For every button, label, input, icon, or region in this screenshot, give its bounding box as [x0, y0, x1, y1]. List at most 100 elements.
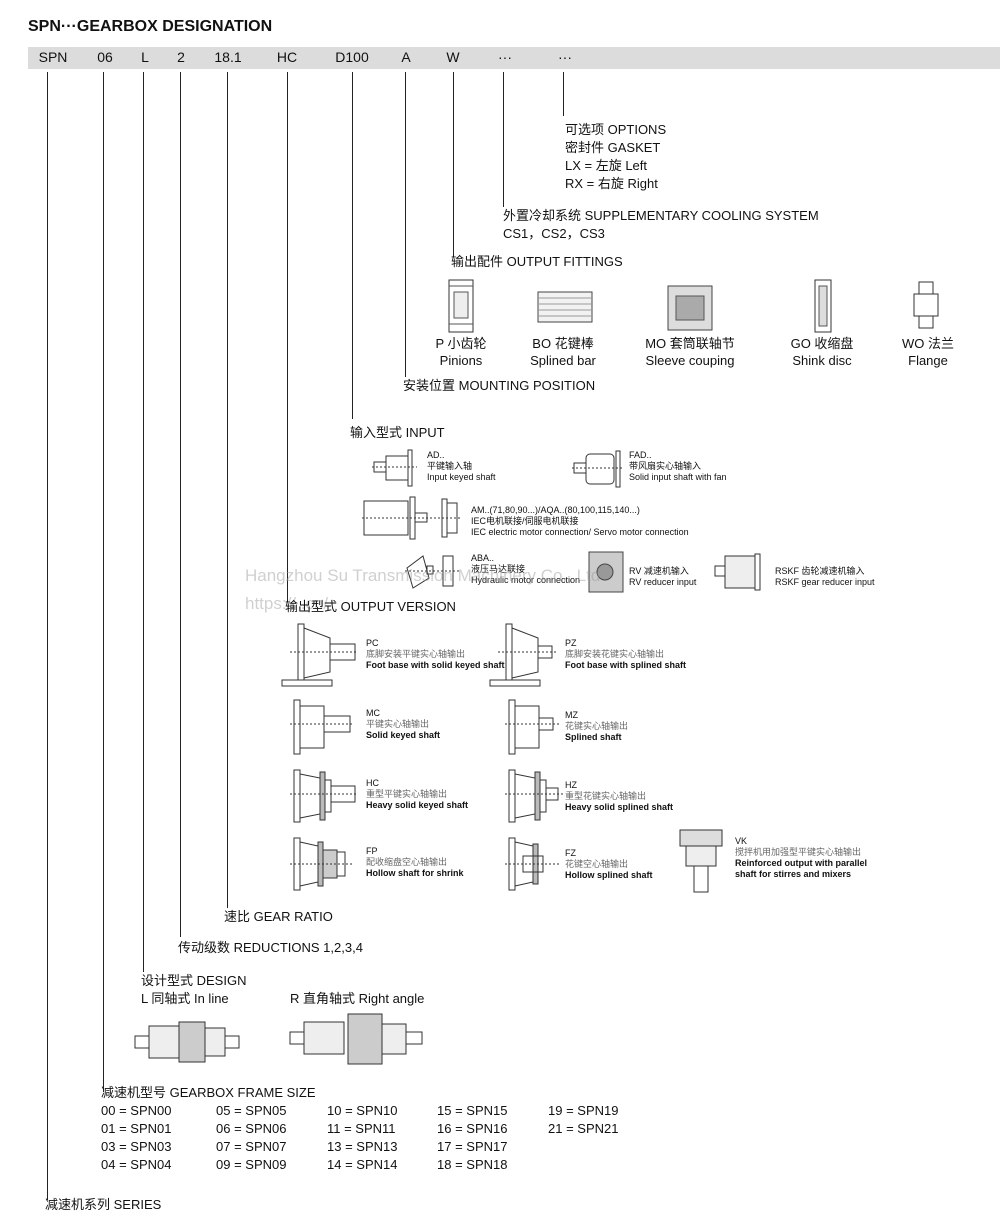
input-en: RSKF gear reducer input [775, 577, 875, 587]
frame-size: 18 = SPN18 [437, 1157, 508, 1172]
input-cn: IEC电机联接/伺服电机联接 [471, 516, 579, 526]
output-code: FZ [565, 848, 576, 858]
output-en: Heavy solid keyed shaft [366, 800, 469, 810]
cooling-values: CS1，CS2，CS3 [503, 226, 605, 241]
fitting-sleeve-coupling: MO 套筒联轴节 Sleeve couping [645, 335, 735, 369]
output-code: FP [366, 846, 378, 856]
fitting-cn: WO 法兰 [902, 336, 954, 351]
input-motor-drawing [362, 496, 462, 540]
options-block: 可选项 OPTIONS 密封件 GASKET LX = 左旋 Left RX =… [565, 121, 666, 193]
input-en: Hydraulic motor connection [471, 575, 581, 585]
output-cn: 花键实心轴输出 [565, 721, 629, 731]
output-cn: 平键实心轴输出 [366, 719, 430, 729]
leader-line [287, 72, 288, 602]
input-rskf-drawing [714, 553, 761, 591]
watermark: Hangzhou Su Transmission Machinery Co., … [245, 566, 601, 585]
input-cn: RV 减速机输入 [629, 566, 689, 576]
frame-size: 00 = SPN00 [101, 1103, 172, 1118]
code-design: L [141, 49, 149, 65]
output-heading: 输出型式 OUTPUT VERSION [285, 599, 456, 614]
frame-size: 09 = SPN09 [216, 1157, 287, 1172]
frame-size: 03 = SPN03 [101, 1139, 172, 1154]
input-code: ABA.. [471, 553, 495, 563]
input-en: Solid input shaft with fan [629, 472, 727, 482]
fitting-flange: WO 法兰 Flange [902, 335, 954, 369]
frame-size: 05 = SPN05 [216, 1103, 287, 1118]
leader-line [180, 72, 181, 937]
output-code: PC [366, 638, 379, 648]
input-keyed-shaft-drawing [372, 449, 417, 487]
reductions-label: 传动级数 REDUCTIONS 1,2,3,4 [178, 940, 363, 955]
input-en: IEC electric motor connection/ Servo mot… [471, 527, 689, 537]
output-cn: 配收缩盘空心轴输出 [366, 857, 448, 867]
code-output: HC [276, 49, 298, 65]
output-en: Foot base with solid keyed shaft [366, 660, 505, 670]
frame-size: 10 = SPN10 [327, 1103, 398, 1118]
input-code: FAD.. [629, 450, 652, 460]
output-code: HC [366, 778, 379, 788]
frame-col-1: 00 = SPN00 01 = SPN01 03 = SPN03 04 = SPN04 [101, 1102, 171, 1174]
output-en: Hollow shaft for shrink [366, 868, 464, 878]
fitting-en: Sleeve couping [645, 353, 735, 368]
output-code: HZ [565, 780, 577, 790]
frame-size: 14 = SPN14 [327, 1157, 398, 1172]
frame-size: 01 = SPN01 [101, 1121, 172, 1136]
rx-label: RX = 右旋 Right [565, 176, 658, 191]
frame-size: 07 = SPN07 [216, 1139, 287, 1154]
input-am: AM..(71,80,90...)/AQA..(80,100,115,140..… [471, 505, 689, 538]
leader-line [352, 72, 353, 419]
input-code: AM..(71,80,90...)/AQA..(80,100,115,140..… [471, 505, 640, 515]
output-fp-drawing [290, 837, 352, 891]
code-ratio: 18.1 [214, 49, 242, 65]
input-hydraulic-drawing [405, 555, 460, 589]
fittings-heading: 输出配件 OUTPUT FITTINGS [451, 254, 623, 269]
frame-size: 04 = SPN04 [101, 1157, 172, 1172]
output-mz-drawing [505, 699, 560, 755]
output-en: Heavy solid splined shaft [565, 802, 674, 812]
output-hz-drawing [505, 769, 563, 823]
frame-size: 16 = SPN16 [437, 1121, 508, 1136]
leader-line [453, 72, 454, 257]
output-en: Reinforced output with parallel [735, 858, 868, 868]
frame-size: 11 = SPN11 [327, 1121, 396, 1136]
leader-line [143, 72, 144, 972]
input-cn: 带风扇实心轴输入 [629, 461, 702, 471]
design-right-angle: R 直角轴式 Right angle [290, 991, 425, 1006]
output-code: MZ [565, 710, 578, 720]
code-bar [28, 47, 1000, 69]
output-en: shaft for stirres and mixers [735, 869, 852, 879]
fitting-en: Flange [908, 353, 948, 368]
output-cn: 底脚安装平键实心轴输出 [366, 649, 466, 659]
code-mounting: A [401, 49, 411, 65]
splined-bar-icon [537, 291, 593, 323]
fitting-cn: MO 套筒联轴节 [645, 336, 735, 351]
output-en: Foot base with splined shaft [565, 660, 687, 670]
output-vk-drawing [679, 829, 723, 893]
right-angle-gearbox-drawing [289, 1013, 423, 1065]
output-code: VK [735, 836, 748, 846]
fitting-cn: GO 收缩盘 [790, 336, 854, 351]
frame-size: 06 = SPN06 [216, 1121, 287, 1136]
shrink-disc-icon [814, 279, 832, 333]
leader-line [405, 72, 406, 377]
inline-gearbox-drawing [134, 1021, 240, 1063]
output-cn: 花键空心轴输出 [565, 859, 629, 869]
frame-size: 19 = SPN19 [548, 1103, 619, 1118]
leader-line [47, 72, 48, 1200]
